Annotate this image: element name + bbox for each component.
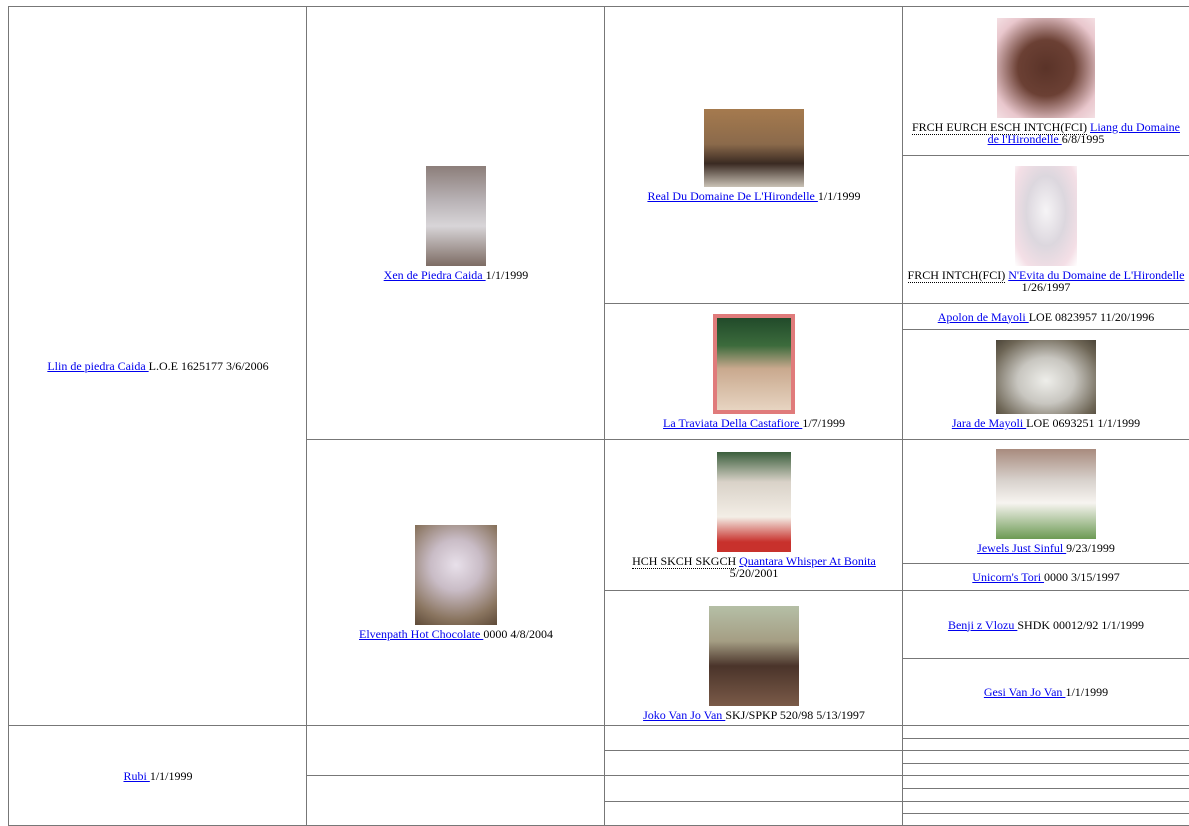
- pedigree-cell-empty-g4-8: [902, 814, 1189, 826]
- dog-link-sds[interactable]: Apolon de Mayoli: [937, 309, 1029, 324]
- dog-info-sd: 1/7/1999: [802, 416, 845, 430]
- pedigree-cell-sds: Apolon de Mayoli LOE 0823957 11/20/1996: [902, 304, 1189, 330]
- dog-link-sd[interactable]: La Traviata Della Castafiore: [663, 416, 803, 430]
- dog-info-dam: 0000 4/8/2004: [483, 627, 553, 641]
- dog-link-dd[interactable]: Joko Van Jo Van: [643, 708, 726, 722]
- dog-photo-ss[interactable]: [704, 108, 804, 187]
- pedigree-cell-empty-g4-7: [902, 802, 1189, 814]
- dog-photo-sd[interactable]: [713, 314, 795, 414]
- pedigree-cell-sire: Xen de Piedra Caida 1/1/1999: [306, 7, 605, 440]
- dog-title-sss: FRCH EURCH ESCH INTCH(FCI): [911, 119, 1088, 135]
- dog-photo-dss[interactable]: [996, 449, 1096, 539]
- pedigree-cell-dd: Joko Van Jo Van SKJ/SPKP 520/98 5/13/199…: [604, 591, 903, 726]
- dog-title-ds: HCH SKCH SKGCH: [632, 553, 737, 569]
- pedigree-cell-empty-g2-2: [306, 776, 605, 826]
- dog-link-dds[interactable]: Benji z Vlozu: [947, 617, 1018, 632]
- dog-info-subject: L.O.E 1625177 3/6/2006: [148, 359, 269, 373]
- pedigree-cell-ds: HCH SKCH SKGCH Quantara Whisper At Bonit…: [604, 440, 903, 591]
- dog-info-dd: SKJ/SPKP 520/98 5/13/1997: [725, 708, 865, 722]
- pedigree-cell-empty-g3-2: [604, 751, 903, 776]
- pedigree-cell-empty-g4-4: [902, 764, 1189, 776]
- dog-photo-sire[interactable]: [426, 165, 486, 266]
- pedigree-cell-dam: Elvenpath Hot Chocolate 0000 4/8/2004: [306, 440, 605, 726]
- dog-photo-ds[interactable]: [717, 451, 791, 552]
- dog-photo-sss[interactable]: [997, 17, 1095, 118]
- pedigree-cell-sdd: Jara de Mayoli LOE 0693251 1/1/1999: [902, 330, 1189, 440]
- dog-link-rubi[interactable]: Rubi: [123, 768, 150, 783]
- pedigree-cell-dsd: Unicorn's Tori 0000 3/15/1997: [902, 564, 1189, 591]
- pedigree-cell-ss: Real Du Domaine De L'Hirondelle 1/1/1999: [604, 7, 903, 304]
- pedigree-cell-empty-g3-4: [604, 802, 903, 826]
- dog-info-dsd: 0000 3/15/1997: [1044, 570, 1120, 584]
- pedigree-cell-sss: FRCH EURCH ESCH INTCH(FCI) Liang du Doma…: [902, 7, 1189, 156]
- dog-link-sdd[interactable]: Jara de Mayoli: [951, 416, 1027, 430]
- pedigree-cell-empty-g3-3: [604, 776, 903, 802]
- dog-link-sss[interactable]: Liang du Domaine de l'Hirondelle: [987, 119, 1180, 146]
- pedigree-cell-dds: Benji z Vlozu SHDK 00012/92 1/1/1999: [902, 591, 1189, 659]
- pedigree-cell-empty-g4-5: [902, 776, 1189, 789]
- dog-link-dss[interactable]: Jewels Just Sinful: [977, 541, 1067, 555]
- dog-photo-ssd[interactable]: [1015, 166, 1077, 266]
- dog-link-ddd[interactable]: Gesi Van Jo Van: [983, 685, 1066, 699]
- dog-info-ssd: 1/26/1997: [1021, 280, 1071, 294]
- dog-info-dss: 9/23/1999: [1066, 541, 1115, 555]
- dog-photo-sdd[interactable]: [996, 340, 1096, 414]
- dog-title-ssd: FRCH INTCH(FCI): [907, 268, 1006, 283]
- dog-info-dds: SHDK 00012/92 1/1/1999: [1017, 617, 1145, 632]
- dog-info-ds: 5/20/2001: [729, 565, 779, 580]
- pedigree-cell-empty-g3-1: [604, 726, 903, 751]
- dog-link-sire[interactable]: Xen de Piedra Caida: [383, 267, 486, 282]
- pedigree-cell-sd: La Traviata Della Castafiore 1/7/1999: [604, 304, 903, 440]
- pedigree-cell-ssd: FRCH INTCH(FCI) N'Evita du Domaine de L'…: [902, 156, 1189, 304]
- dog-info-sire: 1/1/1999: [485, 267, 529, 282]
- pedigree-cell-empty-g4-2: [902, 739, 1189, 751]
- dog-info-sdd: LOE 0693251 1/1/1999: [1026, 416, 1141, 430]
- pedigree-cell-rubi: Rubi 1/1/1999: [8, 726, 307, 826]
- pedigree-cell-empty-g2-1: [306, 726, 605, 776]
- dog-info-ddd: 1/1/1999: [1065, 685, 1109, 699]
- dog-link-subject[interactable]: Llin de piedra Caida: [47, 359, 149, 373]
- pedigree-cell-dss: Jewels Just Sinful 9/23/1999: [902, 440, 1189, 564]
- dog-photo-dd[interactable]: [709, 606, 799, 706]
- dog-info-sss: 6/8/1995: [1061, 131, 1105, 146]
- dog-link-dsd[interactable]: Unicorn's Tori: [972, 570, 1045, 584]
- pedigree-cell-ddd: Gesi Van Jo Van 1/1/1999: [902, 659, 1189, 726]
- dog-info-ss: 1/1/1999: [817, 188, 861, 203]
- dog-info-sds: LOE 0823957 11/20/1996: [1028, 309, 1155, 324]
- dog-link-ss[interactable]: Real Du Domaine De L'Hirondelle: [647, 188, 818, 203]
- pedigree-table: Llin de piedra Caida L.O.E 1625177 3/6/2…: [8, 6, 1189, 826]
- pedigree-cell-empty-g4-3: [902, 751, 1189, 764]
- pedigree-cell-empty-g4-6: [902, 789, 1189, 802]
- dog-link-ds[interactable]: Quantara Whisper At Bonita: [739, 553, 876, 568]
- pedigree-cell-subject: Llin de piedra Caida L.O.E 1625177 3/6/2…: [8, 7, 307, 726]
- dog-photo-dam[interactable]: [415, 525, 497, 625]
- pedigree-cell-empty-g4-1: [902, 726, 1189, 739]
- dog-info-rubi: 1/1/1999: [149, 768, 193, 783]
- dog-link-dam[interactable]: Elvenpath Hot Chocolate: [359, 627, 484, 641]
- dog-link-ssd[interactable]: N'Evita du Domaine de L'Hirondelle: [1008, 268, 1185, 282]
